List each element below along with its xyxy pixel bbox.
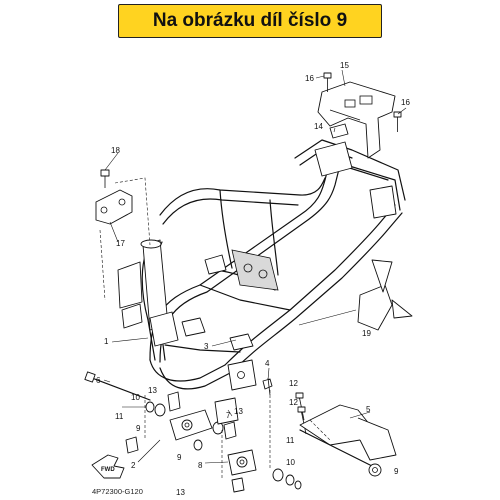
bracket-17: [95, 189, 133, 225]
callout-10-right: 10: [286, 458, 295, 467]
rear-upper-loop: [294, 139, 406, 201]
bolt-16-left: [323, 72, 332, 92]
callout-3: 3: [204, 342, 209, 351]
callout-numbers: 1 2 3 4 5 6 7 8 9 9 9 10 10 11 11 12 12 …: [96, 61, 410, 497]
callout-8: 8: [198, 461, 203, 470]
washer-11-right: [285, 474, 295, 486]
bushing-13-lower: [125, 436, 139, 454]
headpipe-side-plate: [117, 261, 143, 309]
rear-upper-bracket-15: [317, 81, 396, 159]
clip-14: [329, 123, 349, 139]
callout-12-bottom: 12: [289, 398, 298, 407]
rear-bracket-center: [314, 141, 353, 177]
diagram-code: 4P72300-G120: [92, 487, 143, 496]
callout-13-mid: 13: [234, 407, 243, 416]
callout-16-left: 16: [305, 74, 314, 83]
callout-13-lower: 13: [176, 488, 185, 497]
bracket-7: [214, 397, 239, 425]
nut-4: [262, 378, 273, 390]
head-pipe: [140, 239, 179, 347]
callout-1: 1: [104, 337, 109, 346]
leader-lines: [103, 69, 407, 464]
callout-6: 6: [96, 376, 101, 385]
callout-2: 2: [131, 461, 136, 470]
bottom-tube: [149, 359, 226, 382]
engine-bracket-5: [299, 404, 397, 477]
cover-19: [357, 259, 413, 331]
fwd-label: FWD: [101, 467, 115, 473]
fwd-arrow-icon: FWD: [91, 454, 125, 479]
link-arm-2: [169, 409, 213, 441]
callout-15: 15: [340, 61, 349, 70]
callout-5: 5: [366, 405, 371, 414]
lower-link-8: [227, 449, 257, 476]
callout-13-upper: 13: [148, 386, 157, 395]
center-gusset: [231, 249, 279, 291]
callout-18: 18: [111, 146, 120, 155]
side-bracket-right: [369, 185, 397, 219]
callout-16-right: 16: [401, 98, 410, 107]
collar-10-left: [154, 403, 166, 417]
callout-10-left: 10: [131, 393, 140, 402]
bolt-16-right: [393, 111, 402, 132]
callout-12-top: 12: [289, 379, 298, 388]
frame-rail-right-inner: [231, 212, 403, 373]
callout-9-mid: 9: [177, 453, 182, 462]
callout-4: 4: [265, 359, 270, 368]
callout-7: 7: [226, 411, 231, 420]
bolt-18: [100, 169, 110, 188]
front-upper-loop: [159, 177, 326, 216]
callout-14: 14: [314, 122, 323, 131]
callout-11-left: 11: [115, 412, 124, 421]
title-banner: Na obrázku díl číslo 9: [118, 4, 382, 38]
pivot-bolt-6: [84, 371, 151, 401]
bushing-13-upper: [167, 391, 181, 412]
washer-11-left: [145, 401, 155, 413]
engine-mount-plate: [227, 359, 257, 391]
callout-9-left: 9: [136, 424, 141, 433]
banner-text: Na obrázku díl číslo 9: [152, 10, 348, 31]
collar-10-right: [272, 468, 284, 482]
callout-19: 19: [362, 329, 371, 338]
callout-11-right: 11: [286, 436, 295, 445]
callout-9-right: 9: [394, 467, 399, 476]
callout-17: 17: [116, 239, 125, 248]
frame-assembly: [141, 139, 406, 390]
